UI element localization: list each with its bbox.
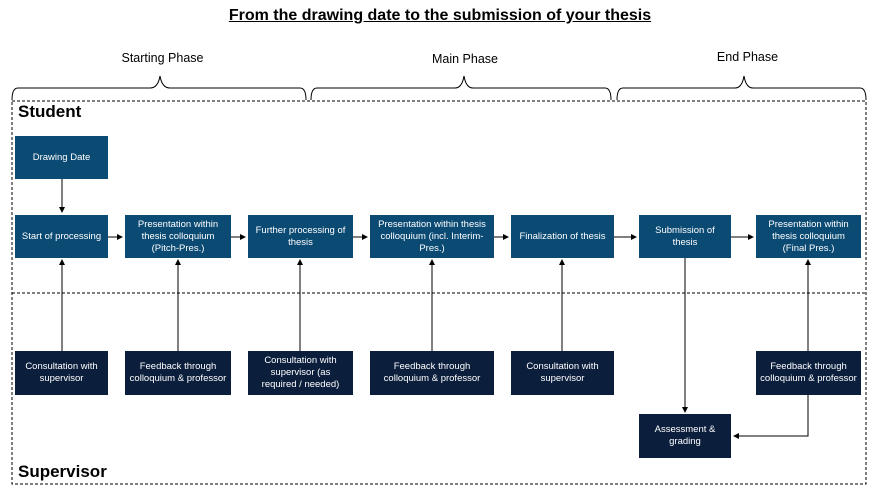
step-consultation-1: Consultation with supervisor [15,351,108,395]
step-consultation-2: Consultation with supervisor (as require… [248,351,353,395]
lane-label-supervisor: Supervisor [18,462,107,481]
lane-label-student: Student [18,102,82,121]
phase-main-label: Main Phase [431,52,498,66]
step-final-presentation: Presentation within thesis colloquium (F… [756,215,861,258]
lane-frames [11,100,867,485]
step-finalization: Finalization of thesis [511,215,614,258]
diagram-title: From the drawing date to the submission … [228,7,652,24]
step-further-processing: Further processing of thesis [248,215,353,258]
brace-end [616,75,867,101]
phase-end-label: End Phase [716,50,779,64]
step-pitch-presentation: Presentation within thesis colloquium (P… [125,215,231,258]
step-assessment-grading: Assessment & grading [639,414,731,458]
step-interim-presentation: Presentation within thesis colloquium (i… [370,215,494,258]
arrow-final-to-assessment [733,395,809,439]
brace-main [310,75,612,101]
step-feedback-3: Feedback through colloquium & professor [756,351,861,395]
phase-braces [11,75,867,101]
step-start-processing: Start of processing [15,215,108,258]
step-drawing-date: Drawing Date [15,136,108,179]
step-feedback-2: Feedback through colloquium & professor [370,351,494,395]
brace-starting [11,75,307,101]
step-feedback-1: Feedback through colloquium & professor [125,351,231,395]
step-submission: Submission of thesis [639,215,731,258]
phase-starting-label: Starting Phase [121,51,204,65]
step-consultation-3: Consultation with supervisor [511,351,614,395]
